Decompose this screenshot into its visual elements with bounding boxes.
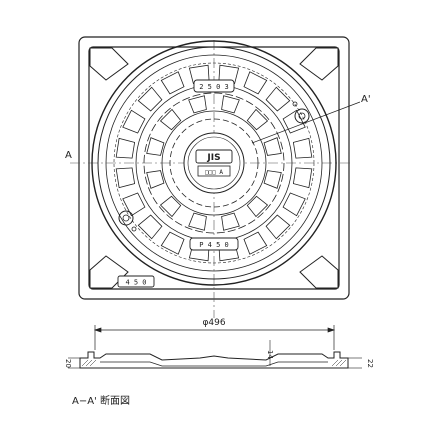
section-hatch: [81, 359, 347, 367]
radial-pattern: [115, 64, 313, 262]
inner-cell: [188, 212, 207, 231]
top-plate-text: 2 5 0 3: [199, 83, 229, 91]
radial-cell: [137, 86, 163, 112]
inner-cell: [159, 108, 182, 131]
section-mark-right: A': [251, 94, 371, 144]
radial-cell: [115, 137, 136, 159]
dim-right-label: 22: [366, 359, 374, 368]
radial-cell: [160, 71, 185, 95]
center-sub-plate: □□□ A: [205, 169, 223, 176]
inner-cell: [146, 170, 165, 189]
inner-cell: [146, 137, 165, 156]
radial-cell: [160, 231, 185, 255]
bottom-plate-text: P 4 5 0: [199, 241, 229, 249]
bottom-plate: P 4 5 0: [189, 237, 239, 251]
radial-cell: [292, 137, 313, 159]
corner-plate: 4 5 0: [117, 275, 155, 288]
top-plate: 2 5 0 3: [193, 79, 235, 93]
section-mark-left-text: A: [65, 150, 72, 161]
dim-left-label: 20: [64, 359, 72, 368]
section-mark-left: A: [65, 150, 72, 161]
dim-14-group: 14: [266, 340, 274, 366]
cover-rings: [91, 40, 337, 286]
radial-cell: [282, 192, 306, 217]
radial-cell: [292, 167, 313, 189]
inner-cell: [263, 170, 282, 189]
section-mark-right-text: A': [361, 94, 371, 105]
inner-cell: [221, 212, 240, 231]
inner-cell: [246, 195, 269, 218]
radial-cell: [265, 86, 291, 112]
dim-left-group: 20: [64, 357, 80, 369]
inner-cell: [188, 95, 207, 114]
radial-cell: [282, 109, 306, 134]
section-profile: [79, 351, 349, 369]
dim-14-label: 14: [266, 350, 274, 359]
radial-cell: [265, 214, 291, 240]
radial-cell: [115, 167, 136, 189]
radial-cell: [243, 71, 268, 95]
dim-right-group: 22: [348, 357, 374, 369]
inner-cell: [159, 195, 182, 218]
corner-ribs: [89, 47, 339, 289]
section-title: A−A' 断面図: [72, 394, 130, 407]
radial-cell: [122, 192, 146, 217]
lock-bolt-top-right: [292, 101, 310, 124]
lock-bolt-bottom-left: [118, 210, 137, 232]
center-emblem: JIS □□□ A: [183, 132, 245, 194]
radial-cell: [243, 231, 268, 255]
radial-cell: [137, 214, 163, 240]
diameter-label: φ496: [202, 318, 225, 328]
radial-cell: [122, 109, 146, 134]
corner-plate-text: 4 5 0: [125, 279, 146, 287]
center-jis-label: JIS: [206, 153, 220, 163]
inner-cell: [246, 108, 269, 131]
diameter-dimension: [93, 325, 336, 350]
inner-cell: [263, 137, 282, 156]
inner-cell: [221, 95, 240, 114]
